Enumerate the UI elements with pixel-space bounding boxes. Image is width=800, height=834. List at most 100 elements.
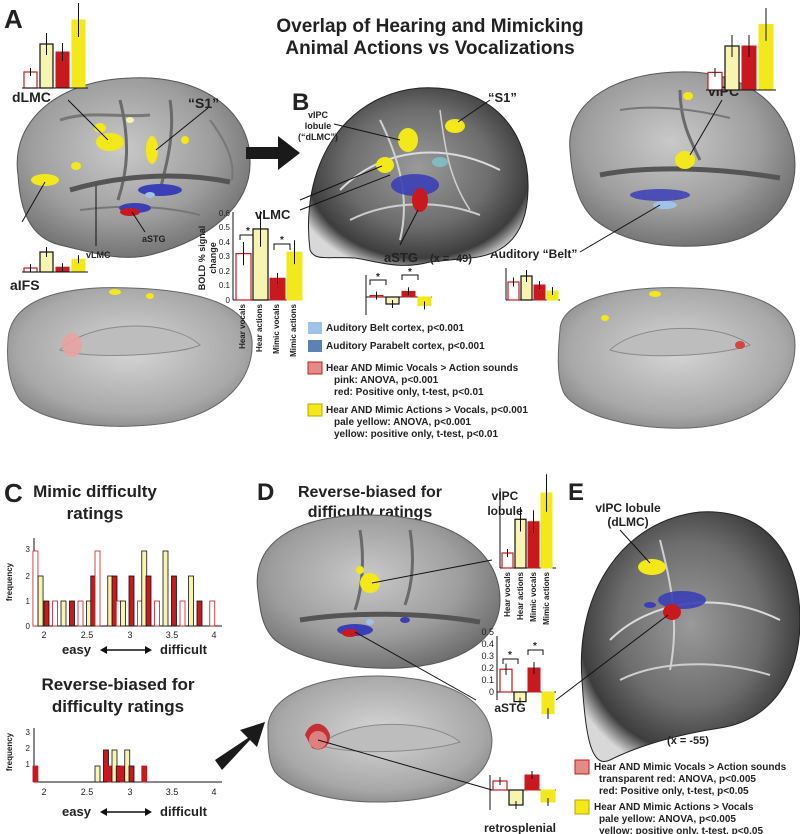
histogram-bar [128, 765, 135, 783]
c-hist-1-easy: easy [62, 642, 92, 657]
d-astg-yticks: 0 0.1 0.2 0.3 0.4 0.5 [481, 627, 494, 697]
activation-yellow-left-lateral [31, 117, 189, 186]
vlmc-ylabel-1: BOLD % signal [197, 226, 207, 291]
label-vipc-lobule-e-1: vIPC lobule [595, 501, 661, 515]
histogram-bar [52, 600, 58, 627]
c-hist-1-ytick: 3 [26, 545, 31, 554]
histogram-bar [209, 600, 216, 627]
label-vipc-lobule-e-2: (dLMC) [607, 515, 648, 529]
histogram-bar [60, 600, 67, 627]
d-astg-ytick: 0.2 [481, 663, 494, 673]
c-hist-1-xticks: 2 2.5 3 3.5 4 [41, 630, 216, 640]
legend-actions-2: pale yellow: ANOVA, p<0.001 [334, 417, 471, 428]
panel-b-leader-lines [299, 99, 491, 246]
d-vipc-xlabel: Hear vocals [503, 571, 512, 616]
brain-medial-left [7, 287, 253, 427]
vlmc-yticks: 0 0.1 0.2 0.3 0.4 0.5 0.6 [219, 209, 231, 305]
vlmc-ytick: 0.4 [219, 238, 231, 247]
panel-letter-e: E [568, 479, 584, 506]
astg-b-chart-axis: * * [365, 267, 432, 315]
legend-e-vocals-3: red: Positive only, t-test, p<0.05 [599, 786, 749, 797]
vlmc-xlabel: Hear actions [255, 303, 264, 352]
vlmc-xlabels: Hear vocals Hear actions Mimic vocals Mi… [238, 303, 298, 356]
legend-swatch-actions [307, 403, 323, 417]
arrow-a-to-b [246, 136, 300, 170]
c-hist-2-yticks: 1 2 3 [26, 728, 31, 769]
histogram-bar [32, 765, 39, 783]
figure-title-line-1: Overlap of Hearing and Mimicking [276, 16, 583, 37]
histogram-bar [171, 575, 177, 627]
histogram-bar [196, 600, 203, 627]
d-astg-ytick: 0.3 [481, 651, 494, 661]
histogram-bar [94, 765, 101, 783]
panel-a-right-leader-lines [579, 99, 723, 253]
brain-medial-right [557, 287, 796, 429]
c-hist-1-ylabel: frequency [5, 562, 14, 601]
legend-e-actions-2: pale yellow: ANOVA, p<0.005 [599, 814, 736, 825]
vlmc-ylabel-2: change [208, 242, 218, 274]
d-astg-ytick: 0.4 [481, 639, 494, 649]
d-astg-ytick: 0 [489, 687, 494, 697]
c-title-2-line-2: difficulty ratings [52, 697, 184, 716]
label-astg-b: aSTG [384, 250, 418, 265]
significance-star: * [280, 235, 284, 246]
label-astg-d: aSTG [494, 701, 525, 715]
label-vipc-lobule-b-3: (“dLMC”) [298, 132, 338, 142]
figure-title-line-2: Animal Actions vs Vocalizations [285, 38, 574, 59]
c-hist-1-xtick: 2 [41, 630, 46, 640]
label-vlmc-a: vLMC [86, 250, 111, 260]
d-title-line-1: Reverse-biased for [298, 484, 442, 501]
c-hist-2-xticks: 2 2.5 3 3.5 4 [41, 787, 216, 797]
panel-d-leader-lines [317, 559, 493, 791]
c-hist-1-ytick: 0 [26, 622, 31, 631]
label-auditory-belt: Auditory “Belt” [490, 247, 577, 261]
c-hist-1-yticks: 0 1 2 3 [26, 545, 31, 631]
d-vipc-xlabel: Hear actions [516, 571, 525, 620]
brain-lateral-right [569, 71, 796, 247]
c-hist-1-ytick: 2 [26, 572, 31, 581]
label-coord-b: (x = -49) [430, 253, 472, 265]
c-hist-1-ytick: 1 [26, 597, 31, 606]
panel-letter-c: C [4, 478, 23, 508]
label-dlmc: dLMC [12, 89, 51, 105]
histogram-bar [77, 600, 84, 627]
c-hist-1-xtick: 2.5 [81, 630, 94, 640]
bar-chart-group [22, 3, 88, 89]
vlmc-ytick: 0 [226, 296, 231, 305]
histogram-bar [43, 600, 50, 627]
arrow-c-to-d [215, 722, 265, 770]
vlmc-ytick: 0.1 [219, 281, 231, 290]
legend-e-vocals-2: transparent red: ANOVA, p<0.005 [599, 774, 756, 785]
legend-e-actions-1: Hear AND Mimic Actions > Vocals [594, 802, 754, 813]
c-hist-1-xtick: 4 [211, 630, 216, 640]
label-vlmc-b: vLMC [255, 207, 291, 222]
vlmc-xlabel: Mimic vocals [272, 303, 281, 353]
c-title-2-line-1: Reverse-biased for [41, 675, 194, 694]
label-s1-a: “S1” [188, 95, 219, 111]
d-vipc-xlabel: Mimic actions [542, 571, 551, 624]
panel-e-leader-lines [555, 529, 669, 701]
c-hist-2-ytick: 2 [26, 744, 31, 753]
histogram-bar [141, 765, 148, 783]
d-vipc-xlabels: Hear vocals Hear actions Mimic vocals Mi… [503, 571, 551, 624]
bar-chart-group [235, 211, 303, 301]
c-title-1-line-1: Mimic difficulty [33, 482, 157, 501]
c-hist-2-xtick: 2.5 [81, 787, 94, 797]
c-hist-1-xtick: 3 [127, 630, 132, 640]
c-hist-2-ytick: 1 [26, 760, 31, 769]
brain-medial-d [267, 675, 493, 803]
c-title-1-line-2: ratings [67, 504, 124, 523]
legend-e: Hear AND Mimic Vocals > Action sounds tr… [574, 759, 787, 834]
significance-star: * [408, 267, 412, 278]
label-vipc-lobule-d-2: lobule [487, 504, 523, 518]
legend-e-swatch-vocals [574, 759, 590, 775]
bar-chart-group [501, 474, 553, 569]
label-coord-e: (x = -55) [667, 735, 709, 747]
label-vipc-lobule-b-2: lobule [305, 121, 332, 131]
significance-star: * [533, 641, 537, 652]
d-astg-ytick: 0.1 [481, 675, 494, 685]
c-hist-1-xtick: 3.5 [166, 630, 179, 640]
legend-vocals-2: pink: ANOVA, p<0.001 [334, 375, 439, 386]
histogram-bar [37, 575, 44, 627]
significance-star: * [246, 226, 250, 237]
